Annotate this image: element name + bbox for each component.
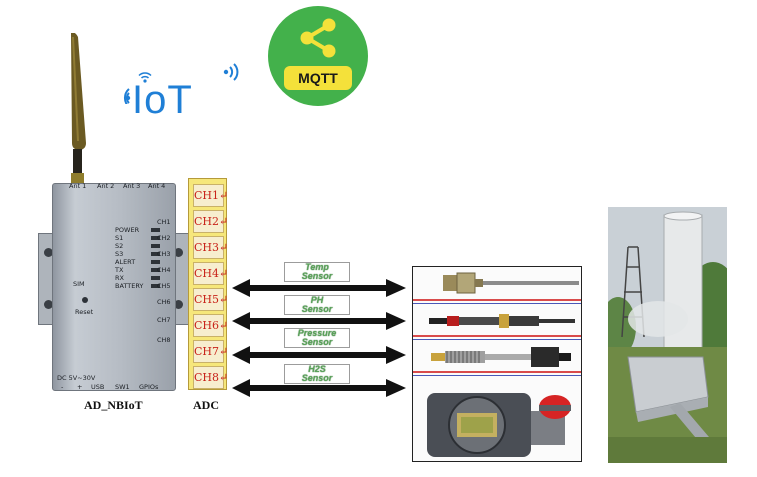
mqtt-logo: MQTT — [268, 6, 368, 106]
device-channel-label: CH6 — [157, 298, 171, 306]
reset-label: Reset — [75, 308, 94, 316]
device-channel-label: CH5 — [157, 282, 171, 290]
antenna-port-label: Ant 1 — [69, 182, 87, 190]
device-channel-label: CH8 — [157, 336, 171, 344]
site-photo — [608, 207, 727, 463]
device-caption: AD_NBIoT — [84, 398, 143, 412]
iot-logo: IoT — [110, 72, 220, 127]
led-label: S1 — [115, 234, 124, 242]
double-arrow-icon — [232, 346, 406, 364]
led-label: TX — [115, 266, 124, 274]
led-indicator — [151, 284, 160, 288]
power-label: DC 5V~30V — [57, 374, 96, 382]
sensor-label-h2s: H2S Sensor — [284, 364, 350, 384]
led-indicator — [151, 268, 160, 272]
mqtt-label: MQTT — [284, 66, 352, 90]
led-label: S2 — [115, 242, 124, 250]
adc-channel-3: CH3↵ — [193, 236, 228, 259]
wifi-signal-icon — [123, 88, 131, 104]
connection-arrows — [232, 279, 406, 397]
adc-caption: ADC — [193, 398, 219, 412]
sim-label: SIM — [73, 280, 85, 288]
antenna-port-label: Ant 2 — [97, 182, 115, 190]
sensor-label-line2: Sensor — [301, 270, 333, 281]
adc-channel-4: CH4↵ — [193, 262, 228, 285]
sensor-label-ph: PH Sensor — [284, 295, 350, 315]
iot-text: IoT — [132, 78, 193, 122]
led-label: BATTERY — [115, 282, 144, 290]
led-indicator — [151, 276, 160, 280]
adc-channel-6: CH6↵ — [193, 314, 228, 337]
gpios-label: GPIOs — [139, 383, 159, 391]
sensor-label-pressure: Pressure Sensor — [284, 328, 350, 348]
sensor-label-line2: Sensor — [301, 303, 333, 314]
sensor-label-line1: PH — [310, 295, 324, 305]
double-arrow-icon — [232, 279, 406, 297]
device-channel-label: CH4 — [157, 266, 171, 274]
status-led-panel: POWER S1 S2 S3 ALERT TX RX BATTERY — [115, 226, 160, 290]
led-label: ALERT — [115, 258, 136, 266]
adc-block: CH1↵ CH2↵ CH3↵ CH4↵ CH5↵ CH6↵ CH7↵ CH8↵ — [188, 178, 228, 390]
sensor-label-line2: Sensor — [301, 336, 333, 347]
adc-channel-5: CH5↵ — [193, 288, 228, 311]
led-indicator — [151, 260, 160, 264]
temperature-probe-icon — [443, 272, 579, 294]
adc-channel-7: CH7↵ — [193, 340, 228, 363]
double-arrow-icon — [232, 312, 406, 330]
device-body: Ant 1 Ant 2 Ant 3 Ant 4 POWER S1 S2 S3 A… — [52, 182, 176, 391]
led-indicator — [151, 236, 160, 240]
ph-probe-icon — [429, 314, 575, 328]
bottom-label: - — [61, 383, 64, 391]
led-label: S3 — [115, 250, 124, 258]
pressure-transmitter-icon — [431, 347, 571, 367]
sensor-label-line1: Pressure — [297, 328, 337, 338]
bottom-label: + — [77, 383, 83, 391]
sensor-label-line1: Temp — [305, 262, 329, 272]
gas-detector-icon — [427, 393, 571, 457]
adc-channel-1: CH1↵ — [193, 184, 228, 207]
sensor-label-line1: H2S — [308, 364, 326, 374]
sensor-label-temp: Temp Sensor — [284, 262, 350, 282]
led-indicator — [151, 252, 160, 256]
device-channel-label: CH2 — [157, 234, 171, 242]
wifi-signal-icon — [138, 72, 152, 83]
led-indicator — [151, 244, 160, 248]
wifi-signal-icon — [223, 63, 239, 81]
device-channel-label: CH7 — [157, 316, 171, 324]
device-ad-nbiot: Ant 1 Ant 2 Ant 3 Ant 4 POWER S1 S2 S3 A… — [38, 175, 190, 393]
led-label: POWER — [115, 226, 140, 234]
led-indicator — [151, 228, 160, 232]
share-icon — [300, 18, 336, 58]
device-channel-label: CH1 — [157, 218, 171, 226]
device-channel-label: CH3 — [157, 250, 171, 258]
led-label: RX — [115, 274, 124, 282]
antenna-port-label: Ant 4 — [148, 182, 166, 190]
antenna-icon — [71, 33, 86, 183]
adc-channel-8: CH8↵ — [193, 366, 228, 389]
usb-label: USB — [91, 383, 105, 391]
reset-button[interactable] — [82, 297, 88, 303]
double-arrow-icon — [232, 379, 406, 397]
sensor-panel — [412, 266, 582, 462]
sw1-label: SW1 — [115, 383, 130, 391]
adc-channel-2: CH2↵ — [193, 210, 228, 233]
sensor-label-line2: Sensor — [301, 372, 333, 383]
antenna-port-label: Ant 3 — [123, 182, 141, 190]
